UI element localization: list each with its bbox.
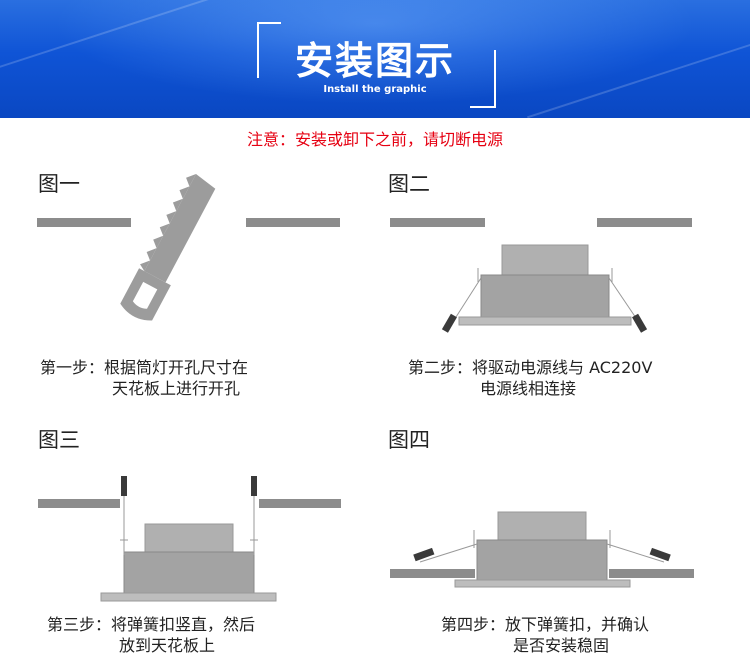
spring-clip-icon (120, 476, 258, 555)
ceiling-panel-left (37, 218, 131, 227)
figure-3-label: 图三 (38, 428, 80, 452)
title-frame-left (257, 22, 281, 78)
figure-2-label: 图二 (388, 172, 430, 196)
figure-1-label: 图一 (38, 172, 80, 196)
ceiling-panel-right (259, 499, 341, 508)
step-3-line-1: 第三步：将弹簧扣竖直，然后 (47, 615, 256, 634)
step-4-line-1: 第四步：放下弹簧扣，并确认 (441, 615, 650, 634)
ceiling-panel-left (390, 569, 475, 578)
page-title: 安装图示 (294, 39, 455, 83)
ceiling-panel-right (246, 218, 340, 227)
banner-glow (0, 0, 750, 118)
spring-clip-icon (441, 268, 648, 333)
step-2-line-1: 第二步：将驱动电源线与 AC220V (408, 358, 653, 377)
step-4-caption: 第四步：放下弹簧扣，并确认 是否安装稳固 (441, 614, 649, 656)
ceiling-panel-left (390, 218, 485, 227)
figure-4-label: 图四 (388, 428, 430, 452)
downlight-icon (454, 511, 631, 588)
page-subtitle: Install the graphic (323, 84, 427, 95)
ceiling-panel-right (609, 569, 694, 578)
figure-4-illustration (390, 511, 694, 588)
downlight-icon (100, 523, 277, 602)
figure-1-illustration (37, 174, 340, 321)
step-3-caption: 第三步：将弹簧扣竖直，然后 放到天花板上 (47, 614, 255, 656)
step-1-caption: 第一步：根据筒灯开孔尺寸在 天花板上进行开孔 (40, 357, 248, 399)
saw-icon (120, 174, 216, 321)
spring-clip-icon (413, 530, 671, 563)
safety-notice: 注意：安装或卸下之前，请切断电源 (246, 130, 503, 149)
step-2-caption: 第二步：将驱动电源线与 AC220V 电源线相连接 (408, 357, 652, 399)
step-2-line-2: 电源线相连接 (480, 379, 577, 398)
header-banner: 安装图示 Install the graphic (0, 0, 750, 118)
downlight-icon (458, 244, 632, 326)
figure-3-illustration (38, 476, 341, 602)
title-frame-right (470, 50, 496, 108)
step-3-line-2: 放到天花板上 (119, 636, 216, 655)
step-1-line-1: 第一步：根据筒灯开孔尺寸在 (40, 358, 249, 377)
step-1-line-2: 天花板上进行开孔 (112, 379, 241, 398)
figure-2-illustration (390, 218, 692, 333)
ceiling-panel-right (597, 218, 692, 227)
ceiling-panel-left (38, 499, 120, 508)
step-4-line-2: 是否安装稳固 (513, 636, 610, 655)
